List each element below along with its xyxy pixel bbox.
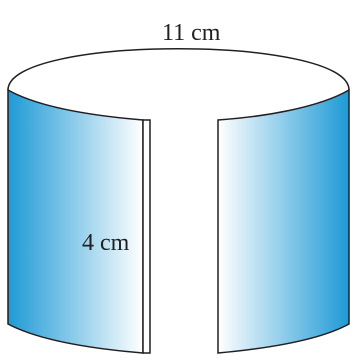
height-label: 4 cm	[82, 230, 130, 256]
top-rim-back	[7, 48, 350, 91]
left-panel	[7, 88, 144, 354]
right-panel	[217, 88, 350, 354]
left-panel-edge	[142, 119, 151, 354]
circumference-label: 11 cm	[162, 20, 221, 46]
